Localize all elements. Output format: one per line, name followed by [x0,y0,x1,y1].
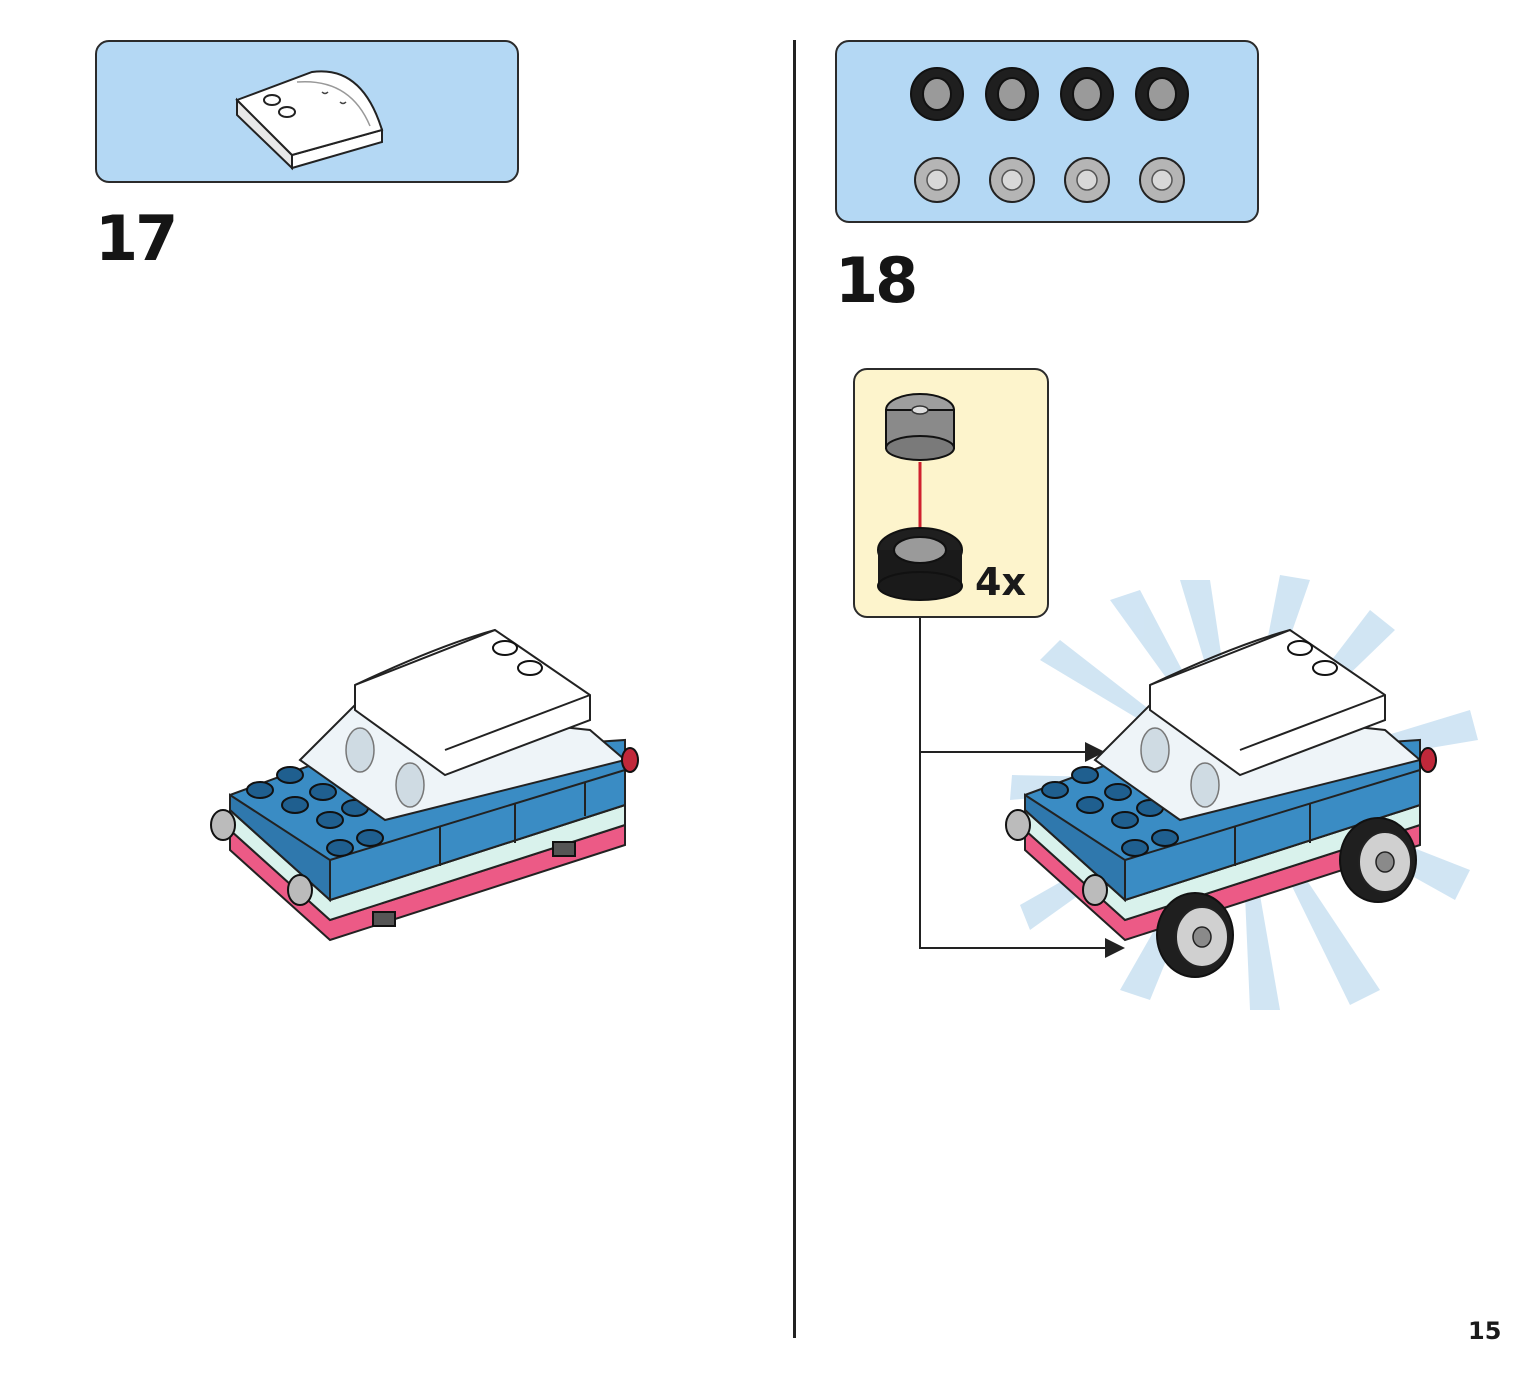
page-number: 15 [1468,1317,1502,1345]
step-number: 17 [95,202,178,275]
wheel-assembly-icon [877,393,963,601]
curved-slope-brick-icon [235,70,384,171]
subassembly-callout [853,368,1049,618]
front-wheel [1156,892,1234,978]
step-17-parts-box [95,40,519,183]
quantity-label: 4x [975,560,1026,604]
step-18-parts-box [835,40,1259,223]
step-number: 18 [835,244,918,317]
tire-icon [910,67,1189,121]
car-model-step-17 [210,628,639,942]
page-divider [793,40,796,1338]
wheel-rim-icon [914,157,1185,203]
rear-wheel [1339,817,1417,903]
callout-connector [919,618,1125,958]
car-model-step-18 [1005,575,1478,1010]
